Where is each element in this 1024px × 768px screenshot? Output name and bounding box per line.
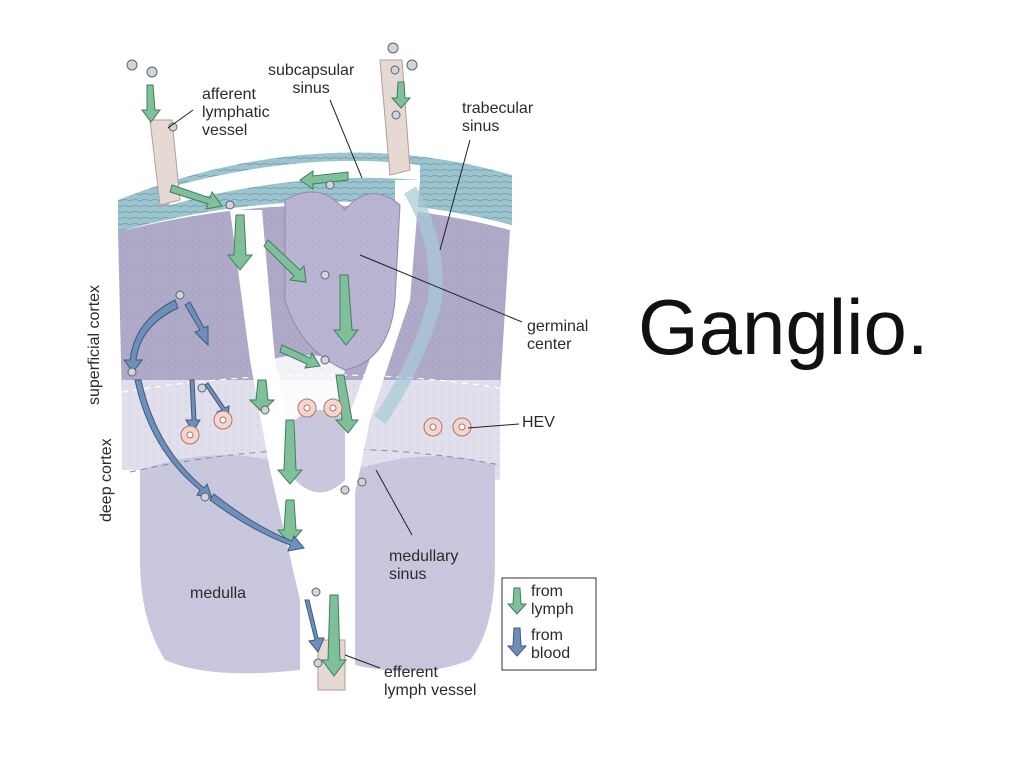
slide-title: Ganglio. [638,282,929,372]
legend-label-from-lymph: from lymph [531,583,574,619]
label-efferent-lymph-vessel: efferent lymph vessel [384,664,476,700]
label-germinal-center: germinal center [527,318,588,354]
label-afferent-lymphatic-vessel: afferent lymphatic vessel [202,86,270,140]
label-hev: HEV [522,414,555,432]
label-trabecular-sinus: trabecular sinus [462,100,533,136]
legend-label-from-blood: from blood [531,627,570,663]
label-medullary-sinus: medullary sinus [389,548,458,584]
label-subcapsular-sinus: subcapsular sinus [268,62,354,98]
label-deep-cortex: deep cortex [98,438,116,522]
label-superficial-cortex: superficial cortex [86,285,104,405]
label-medulla: medulla [190,585,246,603]
